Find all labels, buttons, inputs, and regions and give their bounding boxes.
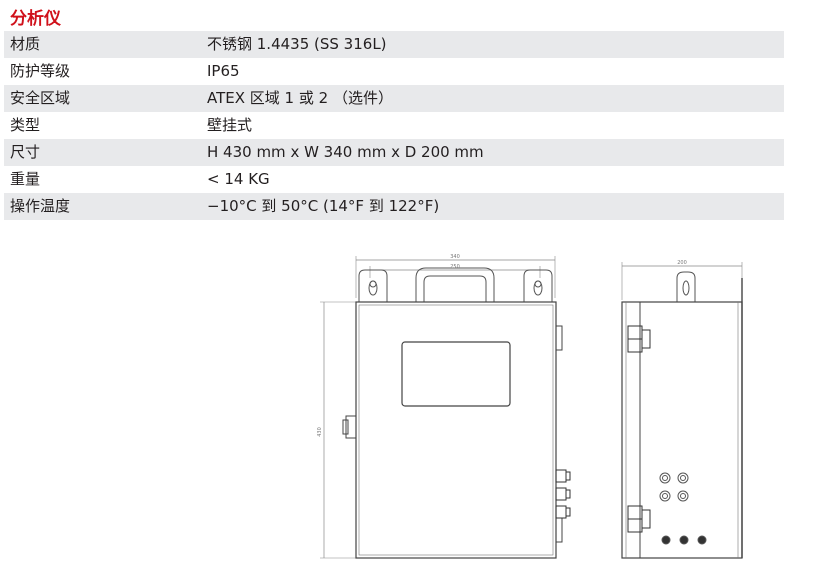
enclosure-technical-drawing: 340 250 430 200 <box>317 254 743 559</box>
spec-value: −10°C 到 50°C (14°F 到 122°F) <box>207 197 440 215</box>
spec-row-safety-zone: 安全区域 ATEX 区域 1 或 2 （选件） <box>4 85 784 112</box>
spec-label: 材质 <box>10 35 41 53</box>
spec-label: 防护等级 <box>10 62 71 80</box>
spec-label: 安全区域 <box>10 89 71 107</box>
dim-width-label: 340 <box>450 254 460 260</box>
spec-label: 尺寸 <box>10 143 41 161</box>
spec-label: 类型 <box>10 116 41 134</box>
spec-row-weight: 重量 < 14 KG <box>4 166 784 193</box>
spec-value: 壁挂式 <box>207 116 253 134</box>
spec-row-material: 材质 不锈钢 1.4435 (SS 316L) <box>4 31 784 58</box>
side-view <box>621 262 743 559</box>
spec-value: ATEX 区域 1 或 2 （选件） <box>207 89 393 107</box>
section-title: 分析仪 <box>10 9 61 29</box>
spec-row-type: 类型 壁挂式 <box>4 112 784 139</box>
front-view <box>320 256 571 559</box>
spec-row-dimensions: 尺寸 H 430 mm x W 340 mm x D 200 mm <box>4 139 784 166</box>
spec-label: 重量 <box>10 170 41 188</box>
spec-value: IP65 <box>207 62 240 80</box>
spec-value: < 14 KG <box>207 170 270 188</box>
spec-table: 材质 不锈钢 1.4435 (SS 316L) 防护等级 IP65 安全区域 A… <box>4 31 784 220</box>
dim-depth-label: 200 <box>677 260 687 266</box>
spec-value: H 430 mm x W 340 mm x D 200 mm <box>207 143 484 161</box>
dim-hole-spacing-label: 250 <box>450 264 460 270</box>
spec-label: 操作温度 <box>10 197 71 215</box>
dim-height-label: 430 <box>317 427 323 437</box>
spec-value: 不锈钢 1.4435 (SS 316L) <box>207 35 387 53</box>
spec-row-protection: 防护等级 IP65 <box>4 58 784 85</box>
spec-row-operating-temp: 操作温度 −10°C 到 50°C (14°F 到 122°F) <box>4 193 784 220</box>
